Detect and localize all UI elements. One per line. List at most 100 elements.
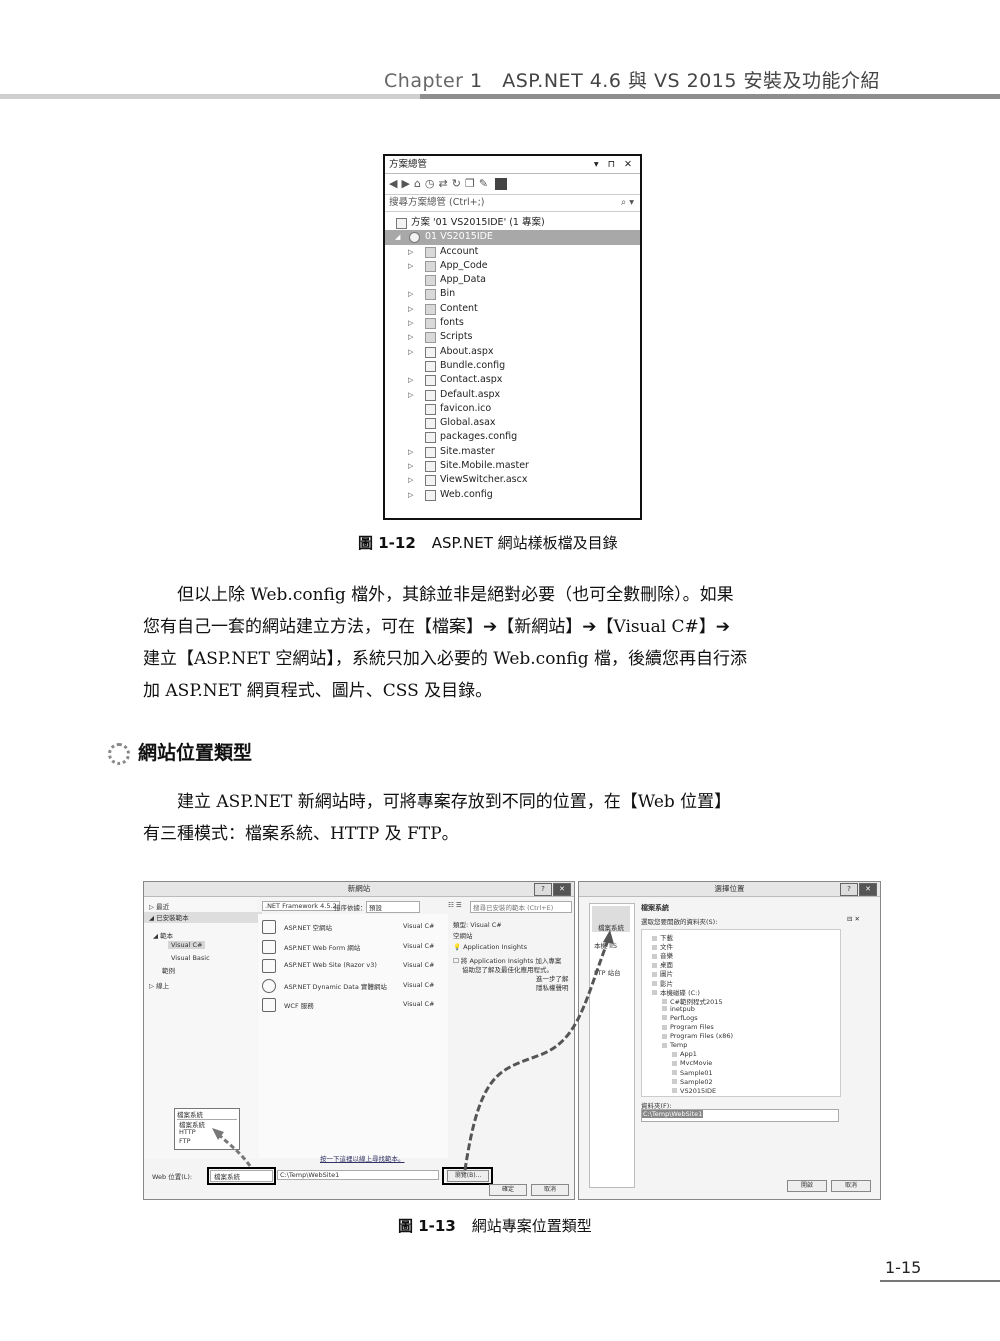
back-icon: ◀ [389,177,402,190]
tree-item-label: Default.aspx [440,388,501,400]
expand-icon[interactable]: ▷ [408,447,414,456]
tree-item[interactable]: ▷Bin [385,287,640,301]
nav-visual-csharp[interactable]: Visual C# [168,941,206,949]
folder-input[interactable]: C:\Temp\WebSite1 [641,1109,839,1122]
expand-icon[interactable]: ▷ [408,490,414,499]
side-file-system[interactable]: 檔案系統 [592,906,630,932]
tree-item[interactable]: Bundle.config [385,359,640,373]
location-label: Web 位置(L): [152,1173,193,1181]
location-close-button[interactable]: ✕ [859,883,877,896]
tree-item[interactable]: ▷fonts [385,316,640,330]
expand-icon[interactable]: ▷ [408,290,414,299]
tree-item[interactable]: Global.asax [385,416,640,430]
expand-icon[interactable]: ▷ [408,376,414,385]
folder-tree-item[interactable]: VS2015IDE [672,1087,716,1095]
folder-tree-item[interactable]: MvcMovie [672,1059,712,1067]
tree-item[interactable]: ▷Site.master [385,445,640,459]
tree-item[interactable]: favicon.ico [385,402,640,416]
folder-tree-item[interactable]: Sample01 [672,1069,713,1077]
expand-icon[interactable]: ▷ [408,390,414,399]
nav-templates[interactable]: ◢ 範本 [153,932,174,940]
template-search-input[interactable]: 搜尋已安裝的範本 (Ctrl+E) [470,901,572,913]
nav-online[interactable]: ▷ 線上 [149,982,170,990]
folder-tree-item[interactable]: 圖片 [652,968,673,978]
location-help-button[interactable]: ? [840,883,858,896]
tree-item[interactable]: ▷Account [385,245,640,259]
tree-item[interactable]: ▷Content [385,302,640,316]
view-toggle-icon[interactable]: ☷ ☰ [448,901,462,909]
tree-item-label: Scripts [440,331,473,343]
tree-item[interactable]: ▷ Default.aspx [385,388,640,402]
running-header: Chapter 1 ASP.NET 4.6 與 VS 2015 安裝及功能介紹 [0,60,1000,100]
nav-visual-basic[interactable]: Visual Basic [171,954,210,962]
cancel-button[interactable]: 取消 [531,1184,569,1196]
insights-privacy-link[interactable]: 隱私權聲明 [536,984,569,992]
tree-item[interactable]: ▷App_Code [385,259,640,273]
insights-learn-more-link[interactable]: 進一步了解 [536,975,569,983]
folder-tree-item[interactable]: PerfLogs [662,1014,698,1022]
expand-icon[interactable]: ▷ [408,261,414,270]
caption-number: 圖 1-12 [358,534,416,552]
expand-icon[interactable]: ▷ [408,476,414,485]
folder-tree-item[interactable]: Temp [662,1041,687,1049]
folder-tree-item[interactable]: 下載 [652,932,673,942]
delete-icon[interactable]: ⊟ ✕ [847,915,860,923]
close-button[interactable]: ✕ [553,883,571,896]
tree-item[interactable]: ▷Web.config [385,488,640,502]
location-type-dropdown-list: 檔案系統 檔案系統 HTTP FTP [174,1108,240,1150]
location-type-select[interactable]: 檔案系統 [210,1170,273,1182]
nav-installed[interactable]: ◢ 已安裝範本 [144,912,262,923]
online-templates-link[interactable]: 按一下這裡以線上尋找範本。 [320,1155,405,1163]
dropdown-option-ftp[interactable]: FTP [179,1137,191,1145]
expand-icon[interactable]: ▷ [408,347,414,356]
dropdown-option-file-system[interactable]: 檔案系統 [179,1121,205,1129]
template-row[interactable]: ASP.NET Web Site (Razor v3)Visual C# [258,957,448,975]
dropdown-selected[interactable]: 檔案系統 [177,1109,237,1120]
ok-button[interactable]: 確定 [489,1184,527,1196]
location-path-input[interactable]: C:\Temp\WebSite1 [277,1170,439,1180]
expand-icon[interactable]: ▷ [408,333,414,342]
folder-tree-item[interactable]: 文件 [652,941,673,951]
browse-highlight [442,1167,493,1185]
folder-tree-item[interactable]: Program Files [662,1023,714,1031]
folder-tree-item[interactable]: 音樂 [652,950,673,960]
tree-item[interactable]: packages.config [385,430,640,444]
expand-icon[interactable]: ▷ [408,319,414,328]
folder-tree-item[interactable]: 桌面 [652,959,673,969]
nav-samples[interactable]: 範例 [162,967,175,975]
expand-icon[interactable]: ▷ [408,462,414,471]
framework-select[interactable]: .NET Framework 4.5.2 [262,901,340,911]
browse-button[interactable]: 瀏覽(B)... [447,1170,489,1182]
location-cancel-button[interactable]: 取消 [831,1180,871,1192]
tree-item[interactable]: ▷Contact.aspx [385,373,640,387]
help-button[interactable]: ? [534,883,552,896]
dropdown-option-http[interactable]: HTTP [179,1128,196,1136]
side-ftp-site[interactable]: FTP 站台 [594,969,621,977]
folder-tree-item[interactable]: C#範例程式2015 [662,996,723,1006]
tree-item[interactable]: App_Data [385,273,640,287]
folder-tree-item[interactable]: 影片 [652,978,673,988]
tree-item[interactable]: ▷About.aspx [385,345,640,359]
tree-item[interactable]: ▷Site.Mobile.master [385,459,640,473]
expand-icon[interactable]: ▷ [408,304,414,313]
folder-tree-item[interactable]: inetpub [662,1005,695,1013]
tree-item[interactable]: ▷ Scripts [385,330,640,344]
folder-tree-item[interactable]: Sample02 [672,1078,713,1086]
folder-icon [662,1024,667,1030]
folder-tree-item[interactable]: 本機磁碟 (C:) [652,987,700,997]
tree-item[interactable]: ▷ViewSwitcher.ascx [385,473,640,487]
folder-icon [652,971,657,977]
folder-tree-item[interactable]: App1 [672,1050,697,1058]
gear-icon [108,742,130,765]
folder-tree-item[interactable]: Program Files (x86) [662,1032,733,1040]
expand-icon[interactable]: ▷ [408,247,414,256]
insights-checkbox-row[interactable]: ☐ 將 Application Insights 加入專案 [453,957,562,965]
open-button[interactable]: 開啟 [787,1180,827,1192]
nav-recent[interactable]: ▷ 最近 [149,903,170,911]
sort-select[interactable]: 預設 [366,901,420,913]
